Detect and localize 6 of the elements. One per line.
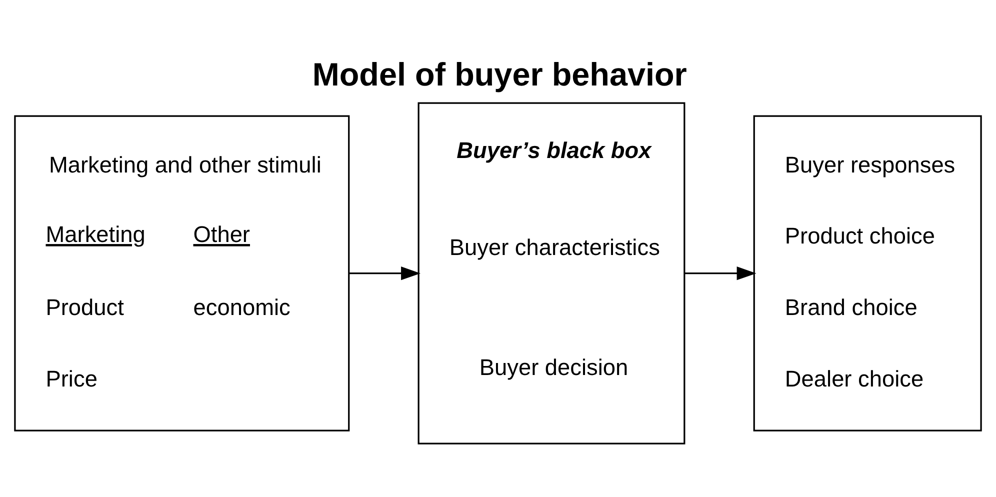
arrow	[684, 266, 756, 280]
node-box: Buyer responses Product choice Brand choice Dealer choice	[753, 114, 982, 431]
node-box: Buyer’s black box Buyer characteristics Buyer decision	[418, 102, 686, 444]
diagram-title: Model of buyer behavior	[312, 56, 687, 92]
node-box: Marketing and other stimuli Marketing Other Product economic Price	[14, 114, 350, 431]
arrow	[349, 266, 420, 280]
